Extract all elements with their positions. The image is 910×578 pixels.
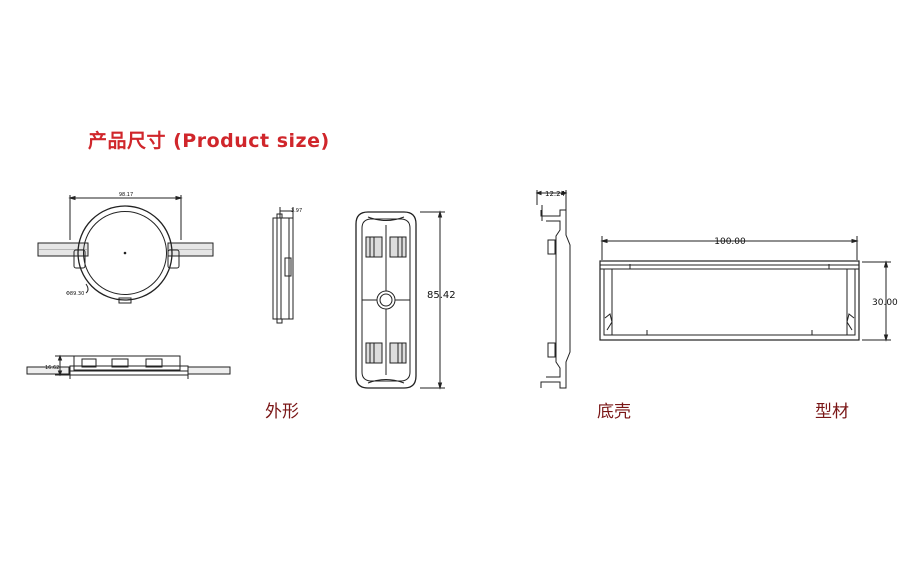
circular-module-side-view [26,354,231,379]
circular-module-top-view [37,195,214,304]
profile-view [599,236,891,342]
dim-base-width: 12.24 [545,190,566,198]
caption-profile: 型材 [815,402,849,422]
base-shell-view [535,190,571,389]
dim-side-thickness: 3.97 [291,208,302,214]
dim-side-height: 16.62 [45,365,59,371]
dim-module-length: 85.42 [427,290,456,301]
dim-profile-length: 100.00 [714,237,746,247]
module-edge-view [272,207,294,324]
page-title: 产品尺寸 (Product size) [88,130,330,152]
dim-circle-diameter: Φ89.30 [66,291,84,297]
rectangular-module-view [355,210,445,390]
caption-base-shell: 底壳 [597,402,631,422]
dim-profile-height: 30.00 [872,298,898,308]
caption-shape: 外形 [265,402,299,422]
dim-circle-width: 98.17 [119,192,133,198]
